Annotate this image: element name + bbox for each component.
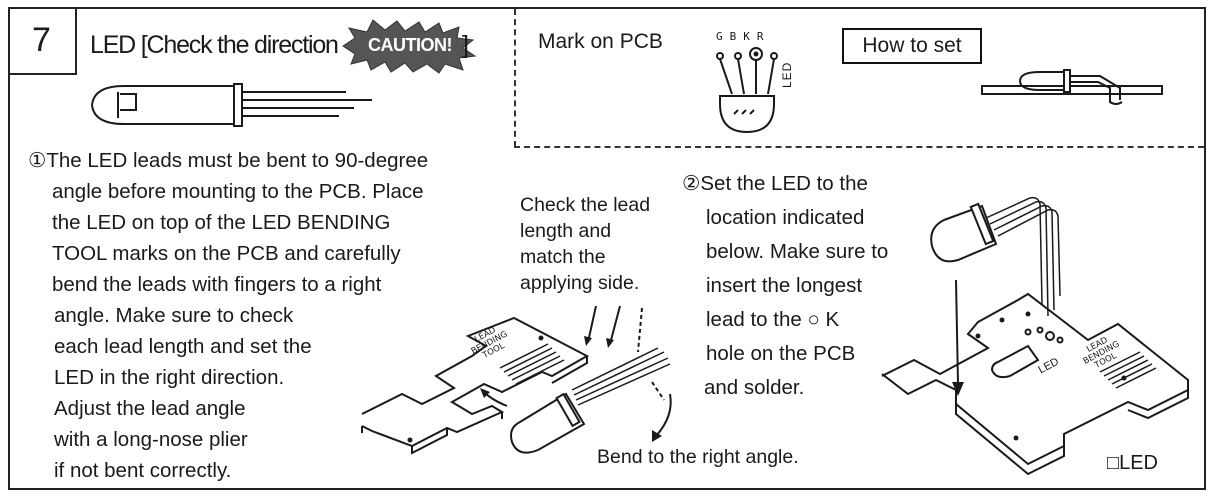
pin-label-b: B [729, 30, 744, 43]
instruction-1-line: each lead length and set the [54, 335, 312, 358]
instruction-2-line: below. Make sure to [706, 240, 889, 263]
instruction-1-line: ①The LED leads must be bent to 90-degree [28, 149, 429, 172]
led-mounting-illustration [881, 196, 1189, 476]
instruction-1-line: angle before mounting to the PCB. Place [52, 180, 424, 203]
check-note-line: applying side. [520, 272, 640, 294]
step-title: LED [Check the direction [90, 31, 339, 60]
check-lead-note: Check the lead length and match the appl… [520, 192, 650, 296]
step-frame [8, 7, 1206, 490]
mark-on-pcb-label: Mark on PCB [538, 30, 663, 53]
instruction-1-line: angle. Make sure to check [54, 304, 294, 327]
instruction-2-line: lead to the ○ K [706, 308, 840, 331]
title-close-bracket: ] [462, 31, 469, 59]
bend-note: Bend to the right angle. [597, 446, 799, 468]
instruction-1-line: the LED on top of the LED BENDING [52, 211, 391, 234]
caution-label: CAUTION! [368, 35, 453, 55]
dashed-divider-vertical [514, 9, 516, 147]
instruction-1-line: with a long-nose plier [54, 428, 248, 451]
pin-label-r: R [756, 30, 771, 43]
step-number: 7 [8, 7, 77, 75]
instruction-2: ②Set the LED to the location indicated b… [682, 167, 888, 405]
instruction-2-line: ②Set the LED to the [682, 172, 868, 195]
how-to-set-illustration [981, 69, 1163, 105]
instruction-1-line: LED in the right direction. [54, 366, 285, 389]
part-tag: □LED [1107, 452, 1158, 474]
pin-label-k: K [743, 30, 757, 43]
instruction-2-line: insert the longest [706, 274, 863, 297]
instruction-2-line: hole on the PCB [706, 342, 856, 365]
instruction-1-line: Adjust the lead angle [54, 397, 246, 420]
pcb-pin-labels: GBKR [716, 30, 771, 43]
instruction-1-line: TOOL marks on the PCB and carefully [52, 242, 401, 265]
check-note-line: Check the lead [520, 194, 651, 216]
instruction-1-line: bend the leads with fingers to a right [52, 273, 382, 296]
led-bending-tool-illustration [361, 305, 672, 455]
instruction-2-line: and solder. [704, 376, 805, 399]
title-text: LED [Check the direction [90, 31, 339, 59]
instruction-1-line: if not bent correctly. [54, 459, 232, 482]
how-to-set-box: How to set [842, 28, 982, 64]
check-note-line: match the [520, 246, 606, 268]
pin-label-g: G [716, 30, 730, 43]
instruction-1: ①The LED leads must be bent to 90-degree… [28, 145, 428, 486]
instruction-2-line: location indicated [706, 206, 865, 229]
caution-burst-icon [342, 19, 477, 74]
dashed-divider-horizontal [514, 146, 1204, 148]
pcb-silkscreen-mark-illustration [716, 47, 778, 134]
led-side-view-illustration [90, 83, 372, 127]
pcb-led-vertical-label: LED [780, 61, 794, 88]
check-note-line: length and [520, 220, 612, 242]
